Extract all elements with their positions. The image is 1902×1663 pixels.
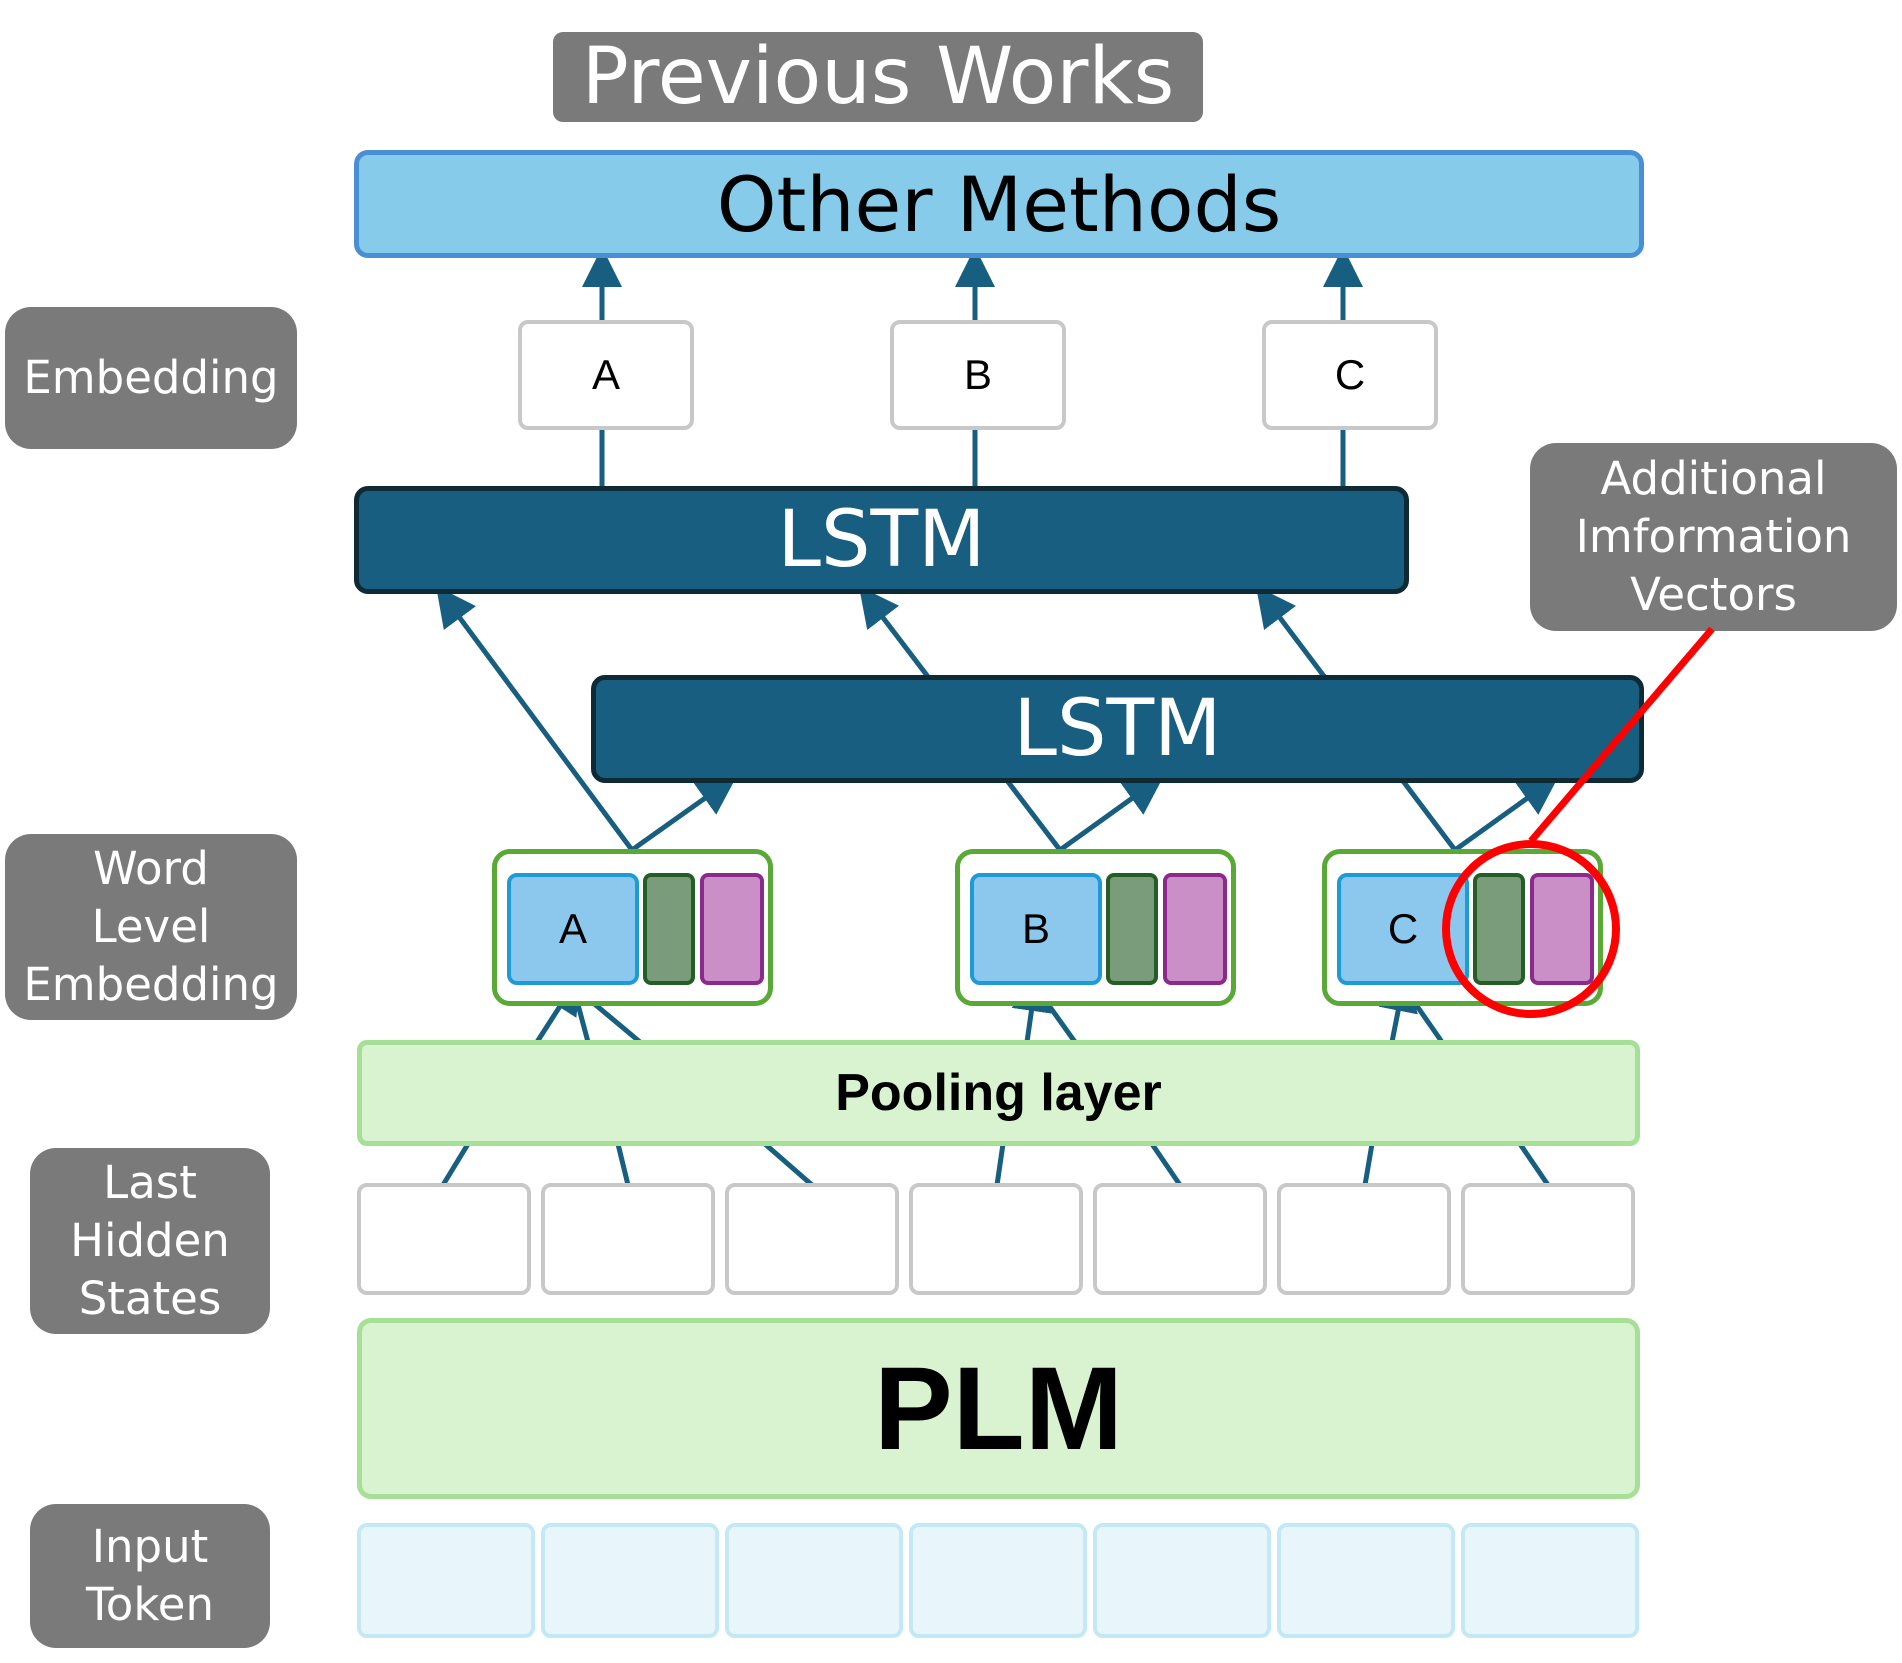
embedding-box-a-label: A <box>591 351 620 398</box>
input-token-cell <box>725 1523 903 1638</box>
row-label-input-token: Input Token <box>30 1504 270 1648</box>
hidden-state-cell <box>909 1183 1083 1295</box>
additional-vector-pink-a <box>700 873 764 985</box>
row-label-input-line-2: Token <box>85 1578 215 1631</box>
plm-label: PLM <box>873 1342 1124 1475</box>
additional-vector-green-a <box>643 873 695 985</box>
word-embedding-b-label: B <box>1021 905 1050 952</box>
word-embedding-a-label: A <box>558 905 587 952</box>
additional-vector-pink-c <box>1530 873 1594 985</box>
arrow-wle-a-to-lstm-bottom <box>630 775 738 853</box>
line-hidden-1-to-pool <box>440 1142 471 1187</box>
input-token-cell <box>1461 1523 1639 1638</box>
row-label-last-hidden-states: Last Hidden States <box>30 1148 270 1334</box>
pooling-layer-label: Pooling layer <box>835 1064 1162 1122</box>
embedding-box-c-label: C <box>1334 351 1366 398</box>
input-token-cell <box>1277 1523 1455 1638</box>
line-hidden-5-to-pool <box>1149 1142 1183 1187</box>
highlight-circle <box>1442 840 1620 1018</box>
hidden-state-cell <box>1277 1183 1451 1295</box>
row-label-wle-line-2: Level <box>91 900 211 953</box>
row-label-input-line-1: Input <box>91 1520 209 1573</box>
row-label-lhs-line-1: Last <box>103 1156 197 1209</box>
arrow-wle-c-to-lstm-bottom <box>1453 775 1560 853</box>
other-methods-label: Other Methods <box>716 159 1282 249</box>
row-label-word-level-embedding: Word Level Embedding <box>5 834 297 1020</box>
row-label-embedding-text: Embedding <box>23 351 279 404</box>
page-title-text: Previous Works <box>581 32 1175 122</box>
input-token-cell <box>541 1523 719 1638</box>
callout-pointer-line <box>1528 626 1715 844</box>
arrow-wle-b-to-lstm-bottom <box>1058 775 1165 853</box>
row-label-wle-line-3: Embedding <box>23 958 279 1011</box>
line-hidden-4-to-pool <box>994 1143 1006 1186</box>
lstm-top-label: LSTM <box>777 495 986 585</box>
row-label-lhs-line-3: States <box>78 1272 222 1325</box>
line-hidden-2-to-pool <box>615 1143 631 1186</box>
lstm-top-block: LSTM <box>354 486 1409 594</box>
embedding-box-c: C <box>1262 320 1438 430</box>
lstm-bottom-block: LSTM <box>591 675 1644 783</box>
callout-line-1: Additional <box>1600 452 1827 505</box>
hidden-state-cell <box>541 1183 715 1295</box>
line-hidden-7-to-pool <box>1517 1142 1551 1187</box>
page-title: Previous Works <box>553 32 1203 122</box>
input-token-cell <box>357 1523 535 1638</box>
additional-vector-green-c <box>1473 873 1525 985</box>
row-label-embedding: Embedding <box>5 307 297 449</box>
hidden-state-cell <box>1461 1183 1635 1295</box>
word-embedding-b: B <box>970 873 1102 985</box>
line-hidden-3-to-pool <box>763 1142 814 1187</box>
word-embedding-c-label: C <box>1387 905 1419 952</box>
additional-vector-green-b <box>1106 873 1158 985</box>
other-methods-block: Other Methods <box>354 150 1644 258</box>
row-label-wle-line-1: Word <box>93 842 209 895</box>
embedding-box-b-label: B <box>963 351 992 398</box>
embedding-box-b: B <box>890 320 1066 430</box>
embedding-box-a: A <box>518 320 694 430</box>
lstm-bottom-label: LSTM <box>1013 684 1222 774</box>
plm-block: PLM <box>357 1318 1640 1499</box>
word-embedding-c: C <box>1337 873 1469 985</box>
hidden-state-cell <box>1093 1183 1267 1295</box>
callout-line-3: Vectors <box>1630 568 1797 621</box>
hidden-state-cell <box>725 1183 899 1295</box>
arrow-wle-a-to-lstm-top <box>436 585 635 852</box>
callout-additional-information-vectors: Additional Imformation Vectors <box>1530 443 1897 631</box>
hidden-state-cell <box>357 1183 531 1295</box>
input-token-cell <box>909 1523 1087 1638</box>
line-hidden-6-to-pool <box>1362 1143 1375 1186</box>
pooling-layer: Pooling layer <box>357 1040 1640 1146</box>
additional-vector-pink-b <box>1163 873 1227 985</box>
callout-line-2: Imformation <box>1575 510 1852 563</box>
input-token-cell <box>1093 1523 1271 1638</box>
row-label-lhs-line-2: Hidden <box>70 1214 230 1267</box>
word-embedding-a: A <box>507 873 639 985</box>
